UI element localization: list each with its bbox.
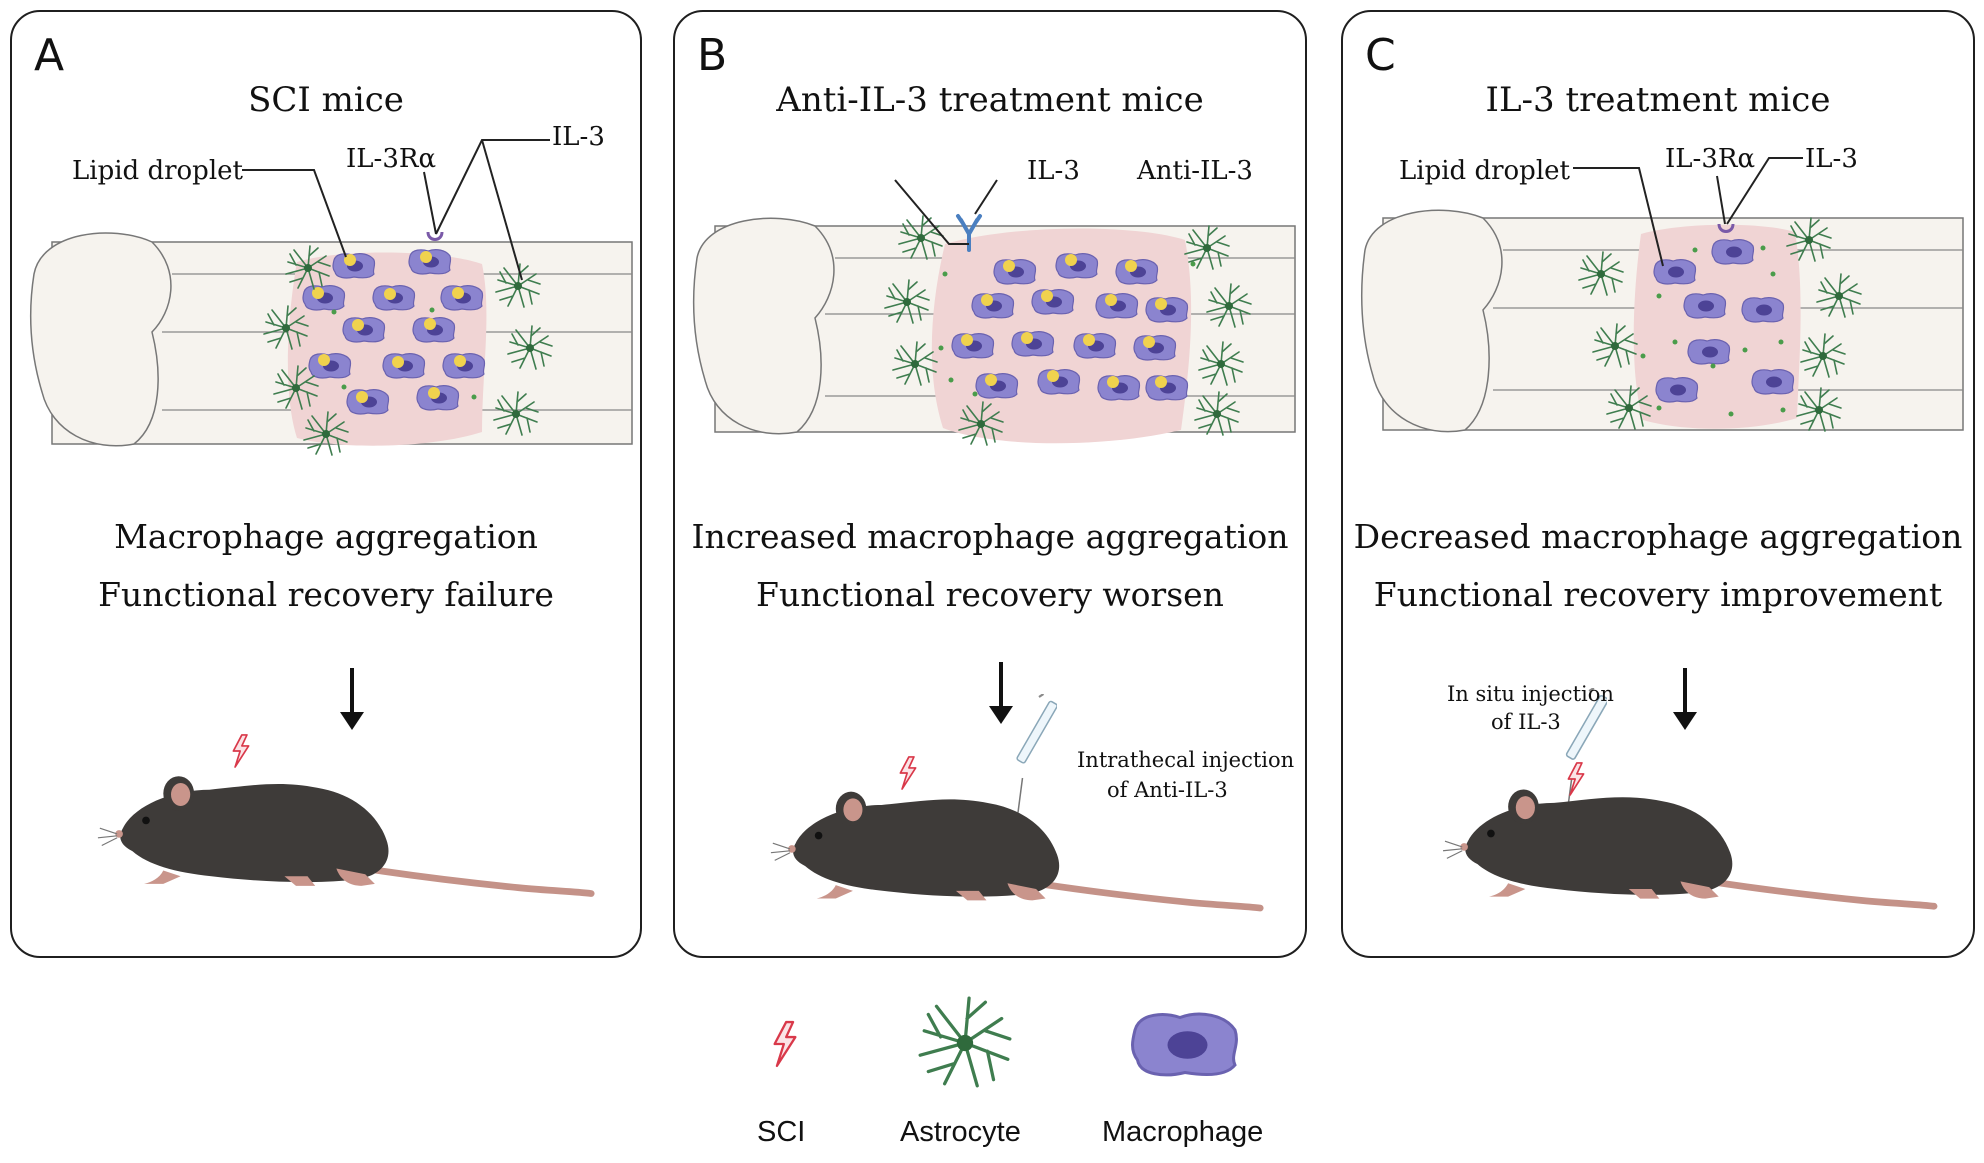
caption-line-1: Increased macrophage aggregation — [691, 517, 1289, 556]
caption-line-2: Functional recovery improvement — [1373, 575, 1943, 614]
caption-line-1: Macrophage aggregation — [114, 517, 538, 556]
sci-bolt-icon — [899, 755, 917, 791]
anti-il3-label: Anti-IL-3 — [1137, 156, 1253, 186]
spinal-cord-illustration — [692, 179, 1296, 960]
lipid-droplets — [961, 254, 1167, 388]
spinal-cord-illustration — [1360, 157, 1964, 960]
legend-sci-label: SCI — [757, 1116, 806, 1148]
panel-a: A SCI mice — [10, 10, 642, 958]
mouse-icon — [98, 776, 591, 893]
panel-letter: A — [34, 30, 65, 81]
panel-title: SCI mice — [248, 80, 404, 120]
lipid-droplet-label: Lipid droplet — [72, 156, 243, 186]
lipid-droplets — [312, 251, 466, 403]
il3-receptor — [1717, 223, 1735, 233]
legend-astrocyte-icon — [918, 996, 1012, 1088]
panel-c: C IL-3 treatment mice — [1341, 10, 1975, 958]
label-leaders — [894, 179, 998, 245]
il3-dots — [938, 261, 1196, 397]
injection-label-line-1: In situ injection — [1447, 682, 1614, 706]
il3-receptor — [426, 231, 444, 241]
il3-dots — [1640, 245, 1786, 417]
il3-dots — [331, 307, 477, 400]
legend-macrophage-icon — [1131, 1012, 1238, 1077]
panel-title: IL-3 treatment mice — [1485, 80, 1831, 120]
label-leaders — [1573, 157, 1803, 267]
injection-label-line-2: of Anti-IL-3 — [1107, 778, 1228, 802]
caption-line-2: Functional recovery worsen — [756, 575, 1224, 614]
mouse-icon — [771, 792, 1260, 908]
legend-macrophage-label: Macrophage — [1102, 1116, 1264, 1148]
panel-title: Anti-IL-3 treatment mice — [776, 80, 1204, 120]
spinal-cord-illustration — [29, 139, 633, 960]
sci-bolt-icon — [232, 733, 250, 769]
il3-receptor-label: IL-3Rα — [346, 144, 436, 174]
panel-letter: C — [1365, 30, 1396, 81]
il3-receptor-label: IL-3Rα — [1665, 144, 1755, 174]
caption-line-1: Decreased macrophage aggregation — [1353, 517, 1963, 556]
il3-label: IL-3 — [552, 122, 605, 152]
il3-label: IL-3 — [1027, 156, 1080, 186]
panel-letter: B — [697, 30, 728, 81]
panel-b: B Anti-IL-3 treatment mice — [673, 10, 1307, 958]
antibody-icon — [956, 214, 982, 252]
lipid-droplet-label: Lipid droplet — [1399, 156, 1570, 186]
mouse-icon — [1443, 789, 1934, 906]
caption-line-2: Functional recovery failure — [98, 575, 554, 614]
il3-label: IL-3 — [1805, 144, 1858, 174]
injection-label-line-1: Intrathecal injection — [1077, 748, 1295, 772]
label-leaders — [242, 139, 550, 281]
legend-sci-icon — [773, 1020, 797, 1068]
lesion-area — [287, 252, 487, 446]
legend-astrocyte-label: Astrocyte — [900, 1116, 1021, 1148]
syringe-icon — [1014, 694, 1057, 814]
injection-label-line-2: of IL-3 — [1491, 710, 1561, 734]
